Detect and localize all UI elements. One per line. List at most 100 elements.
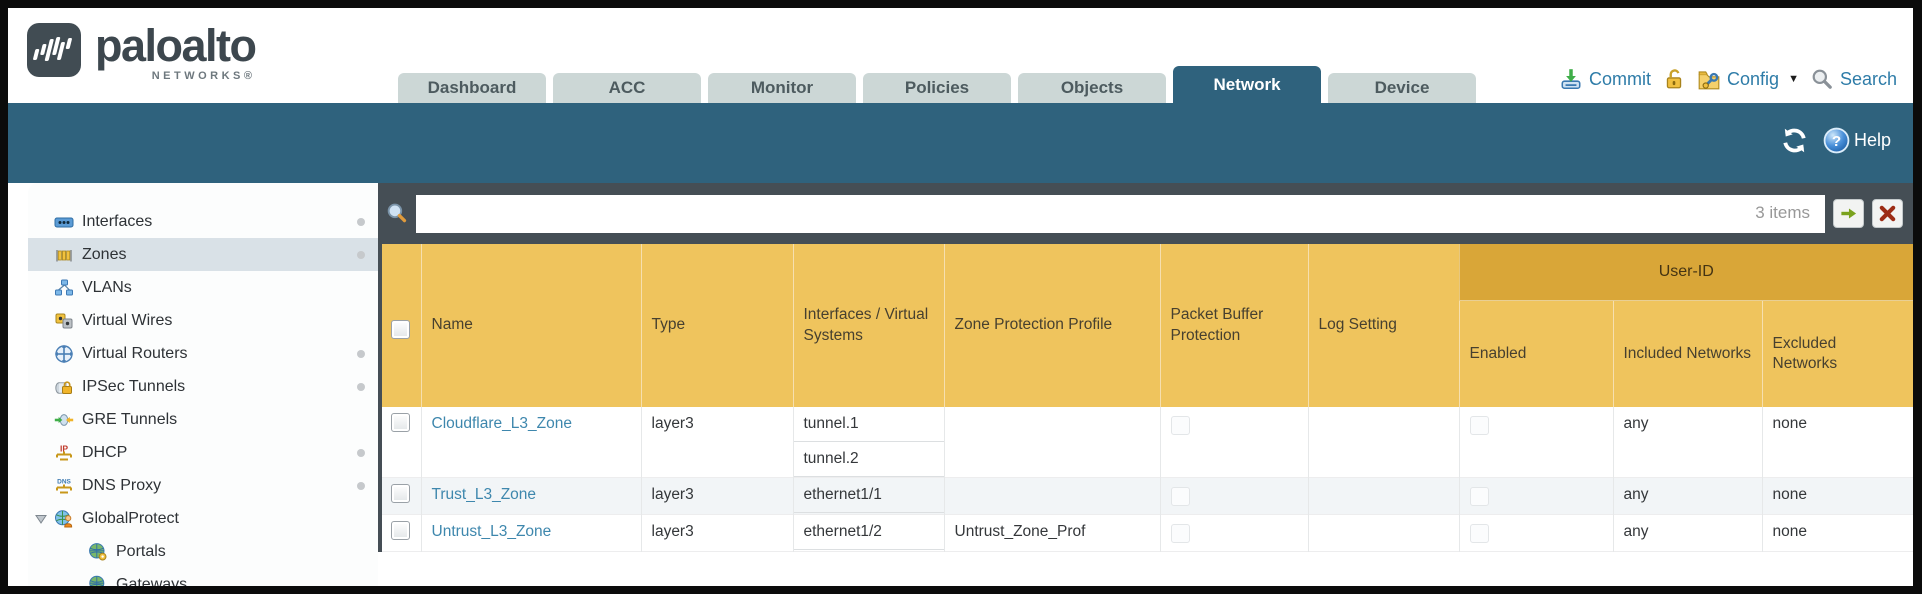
dhcp-icon: IP — [54, 443, 74, 463]
row-checkbox[interactable] — [391, 484, 410, 503]
sidebar-item-virtual-routers[interactable]: Virtual Routers — [28, 337, 378, 370]
globalprotect-icon — [54, 509, 74, 529]
ipsec-tunnels-icon — [54, 377, 74, 397]
search-button[interactable]: Search — [1810, 67, 1897, 91]
packet-buffer-checkbox — [1170, 416, 1190, 435]
interface-cell: ethernet1/2 — [793, 515, 944, 550]
col-log-setting[interactable]: Log Setting — [1307, 244, 1459, 407]
apply-filter-button[interactable] — [1833, 199, 1864, 228]
red-x-icon — [1877, 204, 1898, 223]
interface-cell: tunnel.1 — [793, 407, 944, 442]
tab-monitor[interactable]: Monitor — [708, 73, 856, 103]
status-dot — [357, 251, 365, 259]
sidebar-item-gateways[interactable]: Gateways — [28, 568, 378, 586]
user-id-enabled-checkbox — [1469, 416, 1489, 435]
svg-text:DNS: DNS — [57, 478, 71, 485]
col-packet-buffer-protection[interactable]: Packet Buffer Protection — [1159, 244, 1308, 407]
col-zone-protection-profile[interactable]: Zone Protection Profile — [943, 244, 1160, 407]
expand-triangle-icon[interactable] — [34, 512, 48, 526]
tab-policies[interactable]: Policies — [863, 73, 1011, 103]
clear-filter-button[interactable] — [1872, 199, 1903, 228]
col-name[interactable]: Name — [420, 244, 641, 407]
brand-name: paloalto — [95, 20, 257, 71]
select-all-checkbox[interactable] — [391, 319, 410, 339]
status-dot — [357, 482, 365, 490]
filter-input[interactable] — [416, 194, 1825, 233]
help-label: Help — [1853, 130, 1891, 150]
virtual-wires-icon — [54, 311, 74, 331]
help-button[interactable]: ? Help — [1823, 127, 1891, 154]
select-all-header — [382, 244, 421, 407]
col-group-user-id: User-ID — [1458, 244, 1913, 301]
log-setting-cell — [1308, 477, 1460, 515]
zone-type: layer3 — [641, 407, 794, 478]
sidebar-item-virtual-wires[interactable]: Virtual Wires — [28, 304, 378, 337]
dns-proxy-icon: DNS — [54, 476, 74, 496]
portals-icon — [88, 542, 108, 562]
tab-acc[interactable]: ACC — [553, 73, 701, 103]
user-id-enabled-checkbox — [1469, 487, 1489, 506]
status-dot — [357, 218, 365, 226]
tab-objects[interactable]: Objects — [1018, 73, 1166, 103]
interfaces-icon — [54, 212, 74, 232]
log-setting-cell — [1308, 514, 1460, 552]
row-checkbox[interactable] — [391, 521, 410, 540]
sidebar-item-globalprotect[interactable]: GlobalProtect — [28, 502, 378, 535]
filter-search-icon — [385, 202, 408, 225]
config-label: Config — [1727, 68, 1780, 89]
config-menu-button[interactable]: Config ▼ — [1697, 67, 1799, 91]
col-interfaces-virtual-systems[interactable]: Interfaces / Virtual Systems — [792, 244, 944, 407]
excluded-networks-cell: none — [1772, 486, 1807, 503]
status-dot — [357, 350, 365, 358]
log-setting-cell — [1308, 407, 1460, 478]
zone-type: layer3 — [641, 477, 794, 515]
sidebar-item-ipsec-tunnels[interactable]: IPSec Tunnels — [28, 370, 378, 403]
zone-protection-profile: Untrust_Zone_Prof — [944, 514, 1161, 552]
search-icon — [1810, 67, 1834, 91]
status-dot — [357, 383, 365, 391]
paloalto-logo-icon — [26, 22, 82, 78]
zone-name-link[interactable]: Cloudflare_L3_Zone — [431, 415, 572, 432]
user-id-enabled-cell — [1459, 407, 1614, 478]
zone-name-link[interactable]: Untrust_L3_Zone — [431, 523, 552, 540]
col-type[interactable]: Type — [640, 244, 793, 407]
col-excluded-networks[interactable]: Excluded Networks — [1761, 300, 1913, 407]
packet-buffer-protection-cell — [1160, 514, 1309, 552]
help-icon: ? — [1823, 127, 1850, 154]
col-included-networks[interactable]: Included Networks — [1612, 300, 1762, 407]
sidebar-item-interfaces[interactable]: Interfaces — [28, 205, 378, 238]
row-checkbox[interactable] — [391, 413, 410, 432]
refresh-icon[interactable] — [1781, 127, 1808, 154]
sidebar-item-gre-tunnels[interactable]: GRE Tunnels — [28, 403, 378, 436]
zone-interfaces: ethernet1/2 — [793, 514, 945, 552]
commit-button[interactable]: Commit — [1559, 67, 1651, 91]
zone-type: layer3 — [641, 514, 794, 552]
included-networks-cell: any — [1613, 477, 1763, 515]
packet-buffer-checkbox — [1170, 487, 1190, 506]
gateways-icon — [88, 575, 108, 586]
tab-dashboard[interactable]: Dashboard — [398, 73, 546, 103]
tab-network[interactable]: Network — [1173, 66, 1321, 103]
commit-icon — [1559, 67, 1583, 91]
tab-device[interactable]: Device — [1328, 73, 1476, 103]
zone-protection-profile — [944, 407, 1161, 478]
col-enabled[interactable]: Enabled — [1458, 300, 1613, 407]
sidebar-item-vlans[interactable]: VLANs — [28, 271, 378, 304]
sidebar-item-zones[interactable]: Zones — [28, 238, 378, 271]
sidebar-item-portals[interactable]: Portals — [28, 535, 378, 568]
lock-button[interactable] — [1662, 67, 1686, 91]
zone-name-link[interactable]: Trust_L3_Zone — [431, 486, 537, 503]
gre-tunnels-icon — [54, 410, 74, 430]
excluded-networks-cell: none — [1772, 415, 1807, 432]
green-arrow-icon — [1838, 204, 1859, 223]
